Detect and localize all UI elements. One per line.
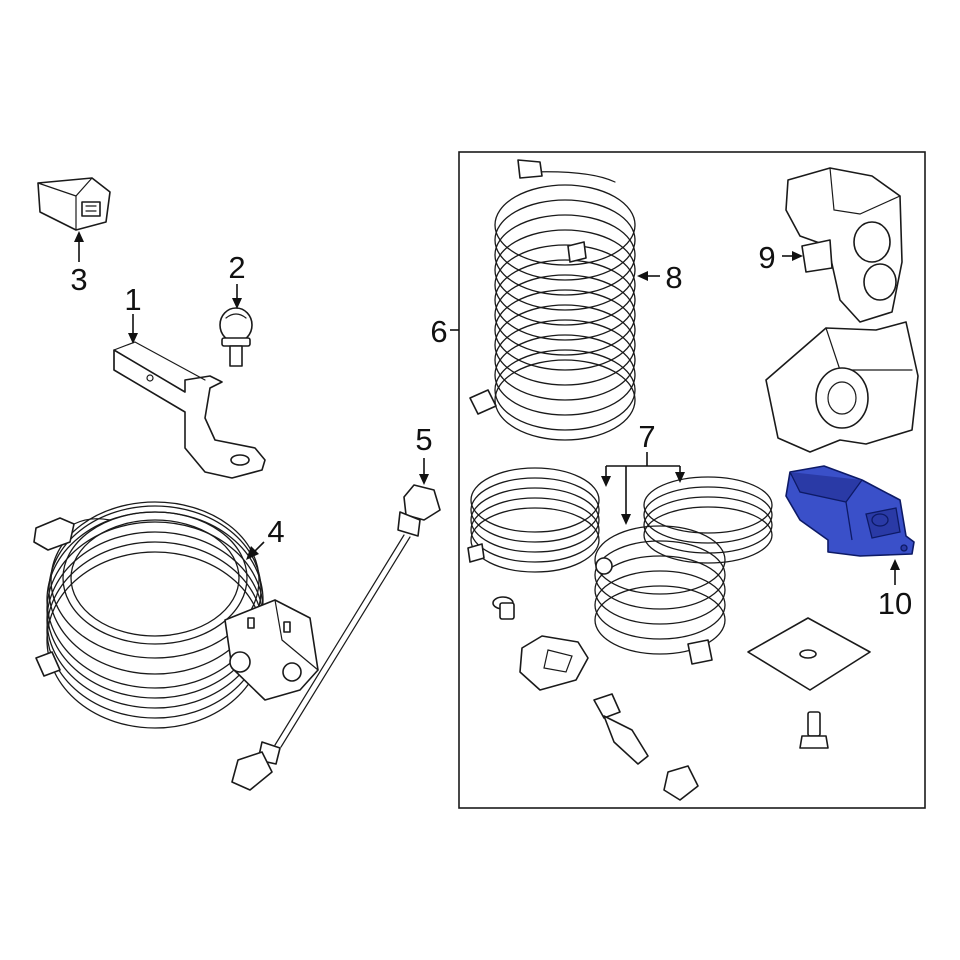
callout-6: 6 — [430, 314, 447, 349]
part-10-connector-bracket[interactable] — [785, 465, 915, 557]
callout-1: 1 — [124, 282, 141, 317]
part-9-trailer-socket[interactable] — [785, 167, 903, 323]
kit-sensor-plug[interactable] — [593, 693, 699, 801]
callout-8: 8 — [665, 260, 682, 295]
callout-4: 4 — [267, 514, 284, 549]
kit-mounting-bolt[interactable] — [799, 711, 829, 749]
callout-7: 7 — [638, 419, 655, 454]
wiring-kit-frame — [458, 151, 926, 809]
callout-5: 5 — [415, 422, 432, 457]
leader-lines — [74, 231, 900, 585]
part-3-connector-cap[interactable] — [37, 177, 111, 231]
kit-gasket-plate[interactable] — [747, 617, 871, 691]
part-8-coiled-harness[interactable] — [469, 159, 636, 441]
kit-bolt-small[interactable] — [492, 596, 515, 620]
callout-3: 3 — [70, 262, 87, 297]
part-7-wire-harnesses[interactable] — [467, 467, 773, 665]
kit-connector-housing[interactable] — [519, 635, 589, 691]
part-4-coiled-harness[interactable] — [33, 501, 319, 729]
trailer-socket-bracket[interactable] — [765, 321, 919, 453]
part-1-ball-mount[interactable] — [113, 341, 266, 479]
part-2-hitch-ball[interactable] — [219, 307, 253, 367]
part-5-jumper-wire[interactable] — [231, 484, 441, 791]
callout-2: 2 — [228, 250, 245, 285]
callout-9: 9 — [758, 240, 775, 275]
callout-10: 10 — [878, 586, 912, 621]
